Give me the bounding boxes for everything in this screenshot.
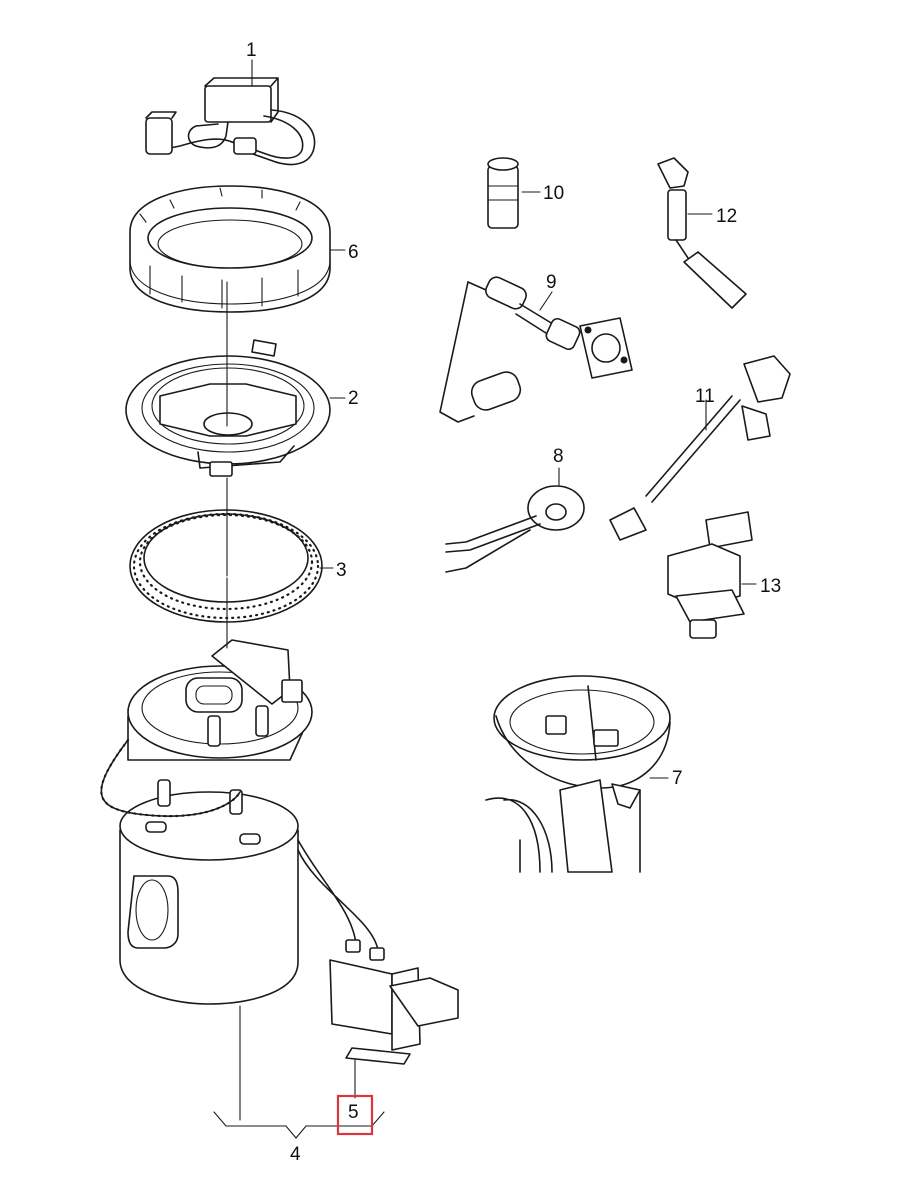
fuel-tank-cutaway-icon	[485, 675, 671, 873]
suction-jet-pump-icon	[439, 276, 633, 423]
connector-plug-icon	[487, 157, 541, 229]
sensor-cable-icon	[609, 355, 791, 541]
callout-labels: 1 2 3 4 5 6 7 8 9 10 11 12 13	[246, 40, 781, 1165]
callout-10: 10	[543, 183, 564, 204]
valve-unit-icon	[667, 511, 757, 639]
fuel-pump-module-icon	[100, 577, 385, 1005]
callout-12: 12	[716, 206, 737, 227]
callout-2: 2	[348, 388, 359, 409]
wiring-harness-icon	[145, 77, 316, 166]
callout-13: 13	[760, 576, 781, 597]
callout-8: 8	[553, 446, 564, 467]
callout-6: 6	[348, 242, 359, 263]
temperature-sensor-icon	[657, 157, 747, 309]
callout-5: 5	[348, 1102, 359, 1123]
callout-11: 11	[695, 386, 715, 407]
callout-4: 4	[290, 1144, 301, 1165]
callout-7: 7	[672, 768, 683, 789]
callout-3: 3	[336, 560, 347, 581]
gasket-ring-icon	[129, 477, 323, 623]
control-unit-icon	[329, 959, 459, 1065]
highlight-box	[336, 1094, 374, 1136]
callout-1: 1	[246, 40, 257, 61]
locking-ring-icon	[129, 185, 331, 325]
fuel-level-sender-icon	[445, 467, 585, 573]
callout-9: 9	[546, 272, 557, 293]
flange-seal-plate-icon	[125, 323, 331, 477]
